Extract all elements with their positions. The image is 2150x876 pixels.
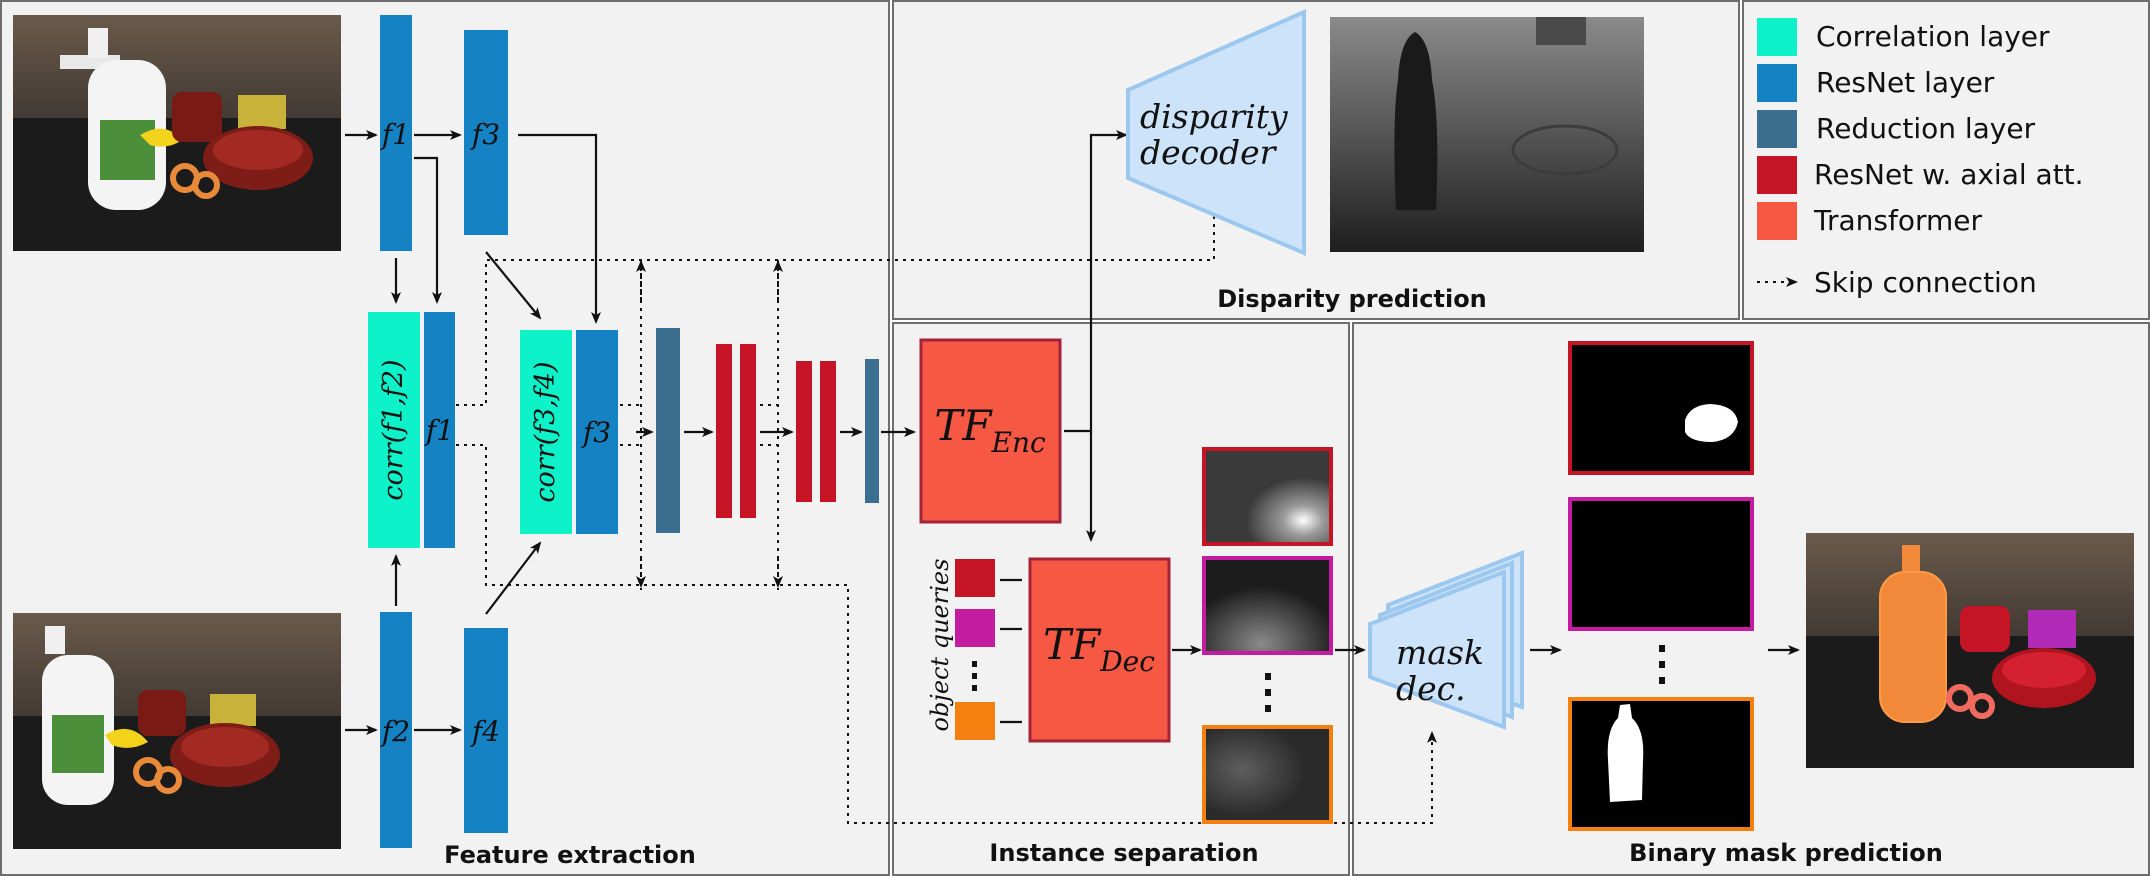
dec-main: TF	[1043, 620, 1102, 669]
label-f3-mid: f3	[581, 416, 611, 449]
correlation-block-f1-f2	[368, 312, 420, 548]
resnet-block-f1-concat	[424, 312, 455, 548]
label-corr-f3-f4: corr(f3,f4)	[530, 361, 561, 502]
disparity-decoder	[1126, 8, 1306, 257]
reduction-block-2	[865, 359, 879, 503]
legend-label-correlation: Correlation layer	[1816, 20, 2050, 53]
object-query-red	[955, 559, 995, 597]
label-f2-bottom: f2	[380, 715, 410, 748]
transformer-decoder	[1028, 557, 1171, 743]
instance-heatmap-red	[1202, 447, 1333, 546]
dec-sub: Dec	[1099, 645, 1155, 678]
mask-decoder-line2: dec.	[1396, 669, 1466, 708]
axial-block-2a	[796, 361, 812, 502]
disparity-map-image	[1330, 17, 1644, 252]
mask-decoder-line1: mask	[1396, 633, 1484, 672]
instance-heatmap-magenta	[1202, 556, 1333, 655]
binary-mask-orange	[1568, 697, 1754, 831]
legend-swatch-axial	[1757, 156, 1797, 194]
enc-main: TF	[934, 401, 993, 450]
mask-ellipsis	[1659, 645, 1665, 684]
section-title-feature-extraction: Feature extraction	[444, 841, 696, 869]
object-query-magenta	[955, 609, 995, 647]
resnet-block-f3-concat	[576, 330, 618, 534]
label-corr-f1-f2: corr(f1,f2)	[378, 359, 409, 500]
disparity-decoder-line1: disparity	[1140, 97, 1288, 136]
section-title-binary-mask-prediction: Binary mask prediction	[1629, 839, 1943, 867]
section-title-disparity-prediction: Disparity prediction	[1217, 285, 1487, 313]
feature-extraction-arrows	[345, 130, 916, 735]
input-image-left	[13, 15, 341, 251]
axial-block-1b	[740, 344, 756, 518]
transformer-encoder	[919, 338, 1062, 524]
enc-sub: Enc	[991, 426, 1046, 459]
label-f4-bottom: f4	[470, 715, 500, 748]
object-query-connectors	[1000, 578, 1022, 724]
label-f1-top: f1	[380, 118, 410, 151]
legend-label-skip: Skip connection	[1814, 266, 2037, 299]
input-image-right	[13, 613, 341, 849]
legend-label-axial: ResNet w. axial att.	[1814, 158, 2084, 191]
output-segmentation-image	[1806, 533, 2134, 768]
binary-mask-magenta	[1568, 497, 1754, 631]
legend-swatch-reduction	[1757, 110, 1797, 148]
reduction-block-1	[656, 328, 680, 533]
skip-connections	[456, 202, 1437, 824]
correlation-block-f3-f4	[520, 330, 572, 534]
section-title-instance-separation: Instance separation	[989, 839, 1258, 867]
label-f3-top: f3	[470, 118, 500, 151]
instance-heatmap-orange	[1202, 725, 1333, 824]
binary-mask-red	[1568, 341, 1754, 475]
legend-label-transformer: Transformer	[1813, 204, 1983, 237]
resnet-block-f3	[464, 30, 508, 235]
resnet-block-f4	[464, 628, 508, 833]
transformer-encoder-label: TFEnc	[934, 401, 1046, 459]
legend: Correlation layer ResNet layer Reduction…	[1757, 18, 2084, 299]
heatmap-ellipsis	[1265, 673, 1271, 712]
legend-swatch-correlation	[1757, 18, 1797, 56]
object-queries-label: object queries	[926, 559, 954, 732]
legend-label-resnet: ResNet layer	[1816, 66, 1995, 99]
resnet-block-f1	[380, 15, 412, 251]
arrow-enc-to-disparity	[1064, 130, 1128, 433]
panel-legend	[1742, 0, 2150, 320]
legend-label-reduction: Reduction layer	[1816, 112, 2036, 145]
axial-block-2b	[820, 361, 836, 502]
axial-block-1a	[716, 344, 732, 518]
object-query-ellipsis	[972, 661, 977, 691]
transformer-decoder-label: TFDec	[1043, 620, 1155, 678]
object-query-orange	[955, 702, 995, 740]
legend-swatch-resnet	[1757, 64, 1797, 102]
mask-decoder	[1368, 550, 1524, 730]
resnet-block-f2	[380, 612, 412, 848]
disparity-decoder-line2: decoder	[1140, 133, 1278, 172]
label-f1-mid: f1	[424, 414, 454, 447]
legend-swatch-transformer	[1757, 202, 1797, 240]
